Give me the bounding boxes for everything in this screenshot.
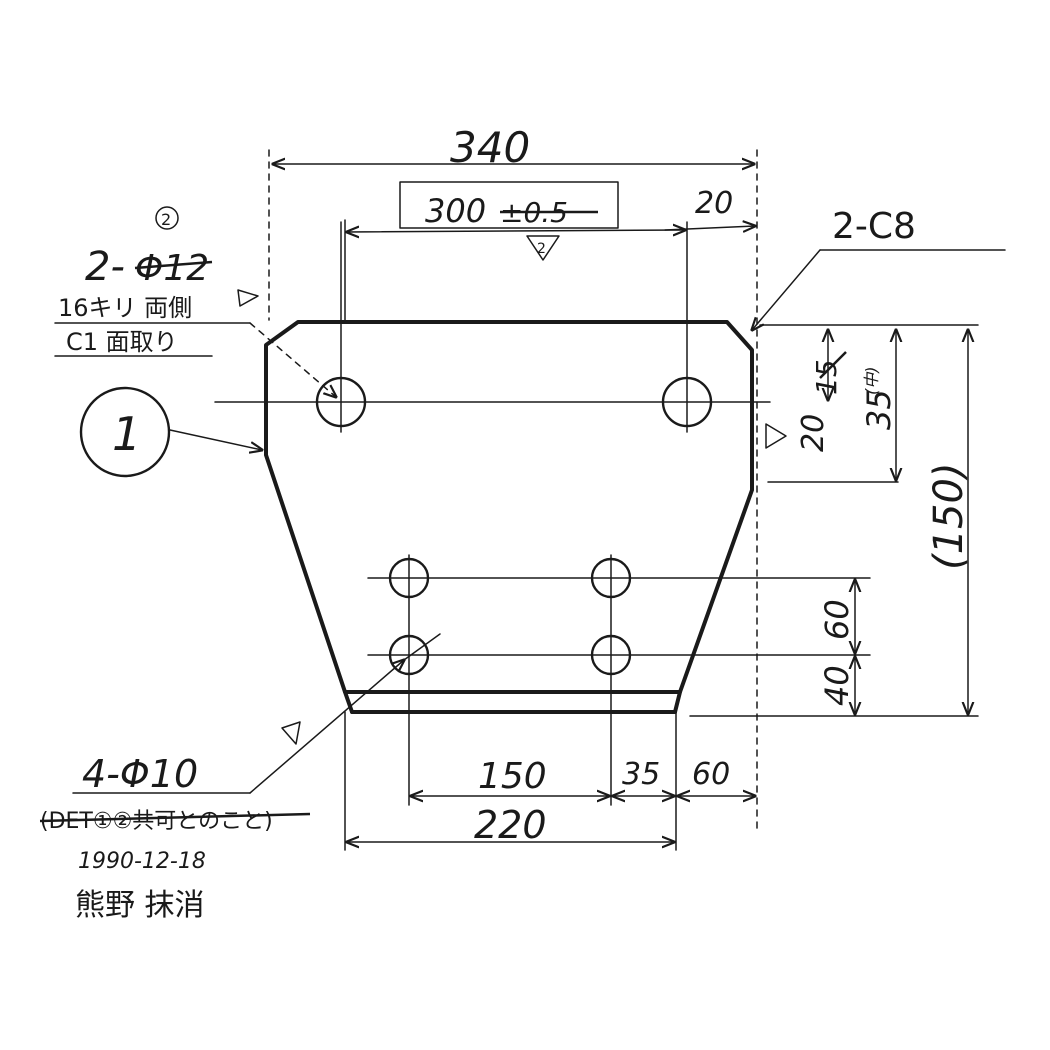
- svg-text:2: 2: [161, 210, 171, 229]
- lower-hole-spec: 4-Φ10: [82, 752, 198, 796]
- dim-lower-mid: 35: [622, 757, 660, 792]
- offset-strike: [819, 351, 847, 379]
- top-hole-qty: 2-: [85, 244, 125, 290]
- dim-rev-35-note: (中): [862, 367, 881, 396]
- process-mark-bottom: [281, 721, 301, 745]
- dim-lower-right: 60: [692, 757, 730, 792]
- center-lines: [214, 221, 871, 851]
- dim-rev-35: 35: [860, 389, 898, 430]
- svg-text:2: 2: [537, 241, 546, 257]
- dim-rev-20: 20: [796, 414, 831, 452]
- struck-note-line: [39, 812, 311, 823]
- part-balloon: 1: [79, 386, 171, 478]
- dim-lower-offset-v: 40: [818, 665, 856, 706]
- rev-mark-mid: 2: [526, 235, 560, 261]
- lower-holes: [388, 557, 632, 676]
- part-number: 1: [112, 407, 141, 461]
- dim-hole-pitch-top: 300: [425, 192, 486, 230]
- top-hole-old-strike: [134, 260, 213, 270]
- rev-mark-right: [765, 423, 787, 449]
- top-hole-spec-1: 16キリ 両側: [58, 294, 192, 322]
- dim-lower-pitch-v: 60: [818, 599, 856, 640]
- top-hole-spec-2: C1 面取り: [66, 328, 178, 356]
- leader-lines: [54, 249, 1006, 794]
- process-mark-top: [237, 289, 259, 307]
- dim-overall-height: (150): [926, 462, 972, 570]
- plate-outline: [264, 320, 754, 714]
- extension-lines: [268, 149, 979, 831]
- chamfer-note: 2-C8: [832, 206, 916, 247]
- tolerance-box: [399, 181, 619, 229]
- date-note: 1990-12-18: [78, 849, 206, 874]
- dim-right-edge-top: 20: [695, 186, 733, 221]
- dim-bottom-width: 220: [474, 803, 547, 847]
- dim-overall-width: 340: [450, 123, 530, 172]
- dim-top-hole-offset: 15: [810, 359, 843, 395]
- signature: 熊野 抹消: [75, 888, 205, 923]
- lower-hole-struck-note: (DET①②共可とのこと): [40, 809, 273, 834]
- rev-mark-top: 2: [155, 206, 179, 230]
- dim-lower-pitch-h: 150: [478, 756, 547, 797]
- top-hole-old: Φ12: [135, 248, 209, 289]
- dimension-lines: [273, 164, 968, 842]
